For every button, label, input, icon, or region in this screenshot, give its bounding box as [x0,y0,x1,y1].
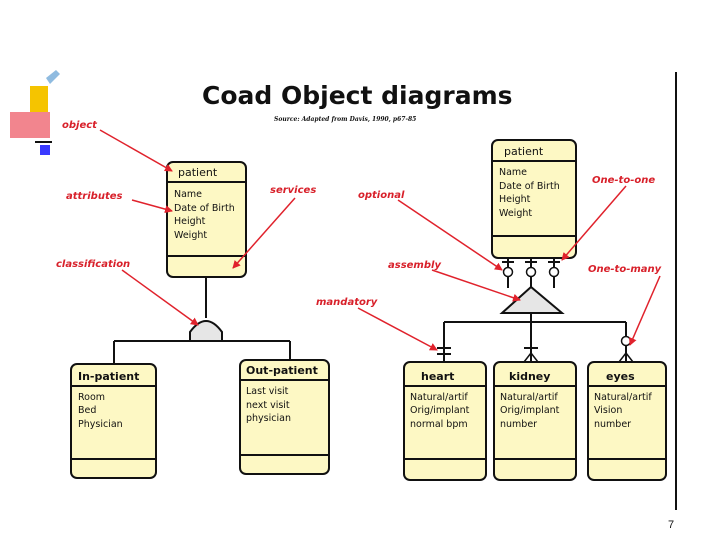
annotation-one-to-many: One-to-many [588,264,662,275]
attribute: physician [246,413,291,424]
attribute: Date of Birth [174,203,235,214]
class-name: kidney [509,370,550,383]
class-heart: heart Natural/artif Orig/implant normal … [403,361,487,481]
attribute: Natural/artif [410,392,468,403]
annotation-optional: optional [358,190,405,201]
attribute: Physician [78,419,123,430]
source-note: Source: Adapted from Davis, 1990, p67-85 [274,116,416,123]
attribute: Height [174,216,206,227]
arrow-optional [397,199,503,271]
annotation-attributes: attributes [66,191,123,202]
class-name: eyes [606,370,635,383]
attribute: Orig/implant [410,405,470,416]
annotation-assembly: assembly [388,260,441,271]
assembly-connectors [437,258,634,363]
class-name: patient [504,145,544,158]
class-out-patient: Out-patient Last visit next visit physic… [239,359,330,475]
corner-logo-icon [10,70,60,155]
attribute: Weight [499,208,532,219]
class-patient-left: patient Name Date of Birth Height Weight [166,161,247,278]
class-name: heart [421,370,454,383]
arrow-one-to-one [561,185,627,261]
annotation-services: services [270,185,316,196]
arrow-mandatory [357,307,438,351]
annotation-classification: classification [56,259,130,270]
attribute: normal bpm [410,419,468,430]
attribute: Date of Birth [499,181,560,192]
class-name: In-patient [78,370,139,383]
attribute: Natural/artif [594,392,652,403]
attribute: Vision [594,405,622,416]
class-name: Out-patient [246,364,318,377]
attribute: Name [174,189,202,200]
class-name: patient [178,166,218,179]
attribute: Natural/artif [500,392,558,403]
arrow-services [232,197,296,269]
attribute: next visit [246,400,290,411]
attribute: Last visit [246,386,289,397]
arrow-object [99,129,173,172]
arrow-classification [121,269,199,326]
diagram-title: Coad Object diagrams [202,81,513,110]
attribute: Room [78,392,105,403]
assembly-triangle-icon [499,285,565,314]
class-in-patient: In-patient Room Bed Physician [70,363,157,479]
class-eyes: eyes Natural/artif Vision number [587,361,667,481]
page-number: 7 [668,519,674,531]
attribute: number [594,419,631,430]
attribute: Bed [78,405,96,416]
annotation-one-to-one: One-to-one [592,175,655,186]
class-patient-right: patient Name Date of Birth Height Weight [491,139,577,259]
arrow-assembly [431,269,521,302]
attribute: Orig/implant [500,405,560,416]
arrow-one-to-many [629,275,661,346]
annotation-object: object [62,120,98,131]
attribute: Weight [174,230,207,241]
classification-connector [113,277,291,364]
annotation-mandatory: mandatory [316,297,378,308]
attribute: Height [499,194,531,205]
attribute: Name [499,167,527,178]
arrow-attributes [131,199,173,214]
attribute: number [500,419,537,430]
class-kidney: kidney Natural/artif Orig/implant number [493,361,577,481]
